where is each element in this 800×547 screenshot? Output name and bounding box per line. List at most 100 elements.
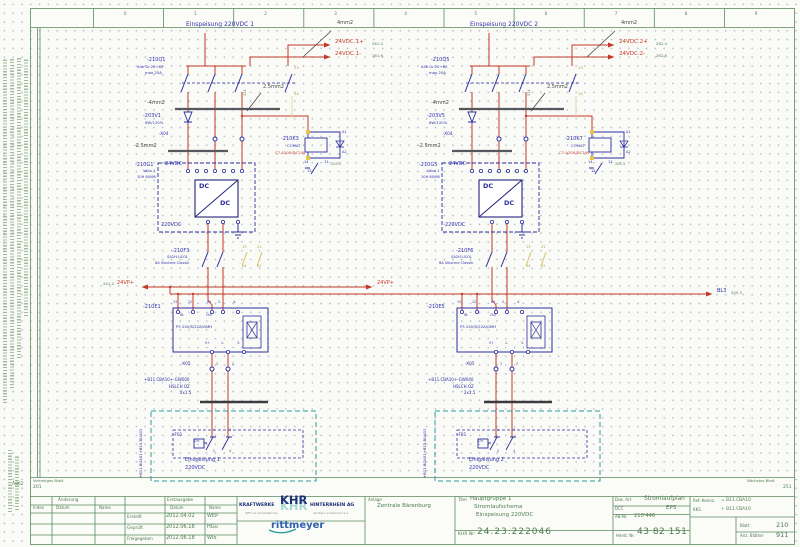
prev-sheet: 201 <box>33 485 42 490</box>
wire-gauge: 2.5mm2 <box>547 84 568 90</box>
device-note: 6A Sikutme Classik <box>439 261 474 265</box>
location-ref-vertical: +B11.BGA01+B15.BUA01 <box>138 428 143 478</box>
terminal-no: 13 <box>526 245 531 249</box>
terminal-no: 1- <box>221 341 225 345</box>
rittmeyer-swoosh <box>268 528 297 534</box>
device-note: 6W/120% <box>145 120 164 125</box>
terminal-no: 13 <box>294 65 299 70</box>
left-margin-text-column <box>10 58 14 388</box>
device-note: SA2H-UCOL <box>167 255 189 259</box>
anlage-label: Anlage <box>368 497 382 502</box>
voltage-label: 24VDC <box>165 161 183 167</box>
device-note: COMAT <box>287 143 301 148</box>
inner-location-box <box>172 429 304 459</box>
terminal-no: 3 <box>229 428 232 432</box>
device-tag: -203V1 <box>143 113 161 119</box>
xref: 262.4 <box>656 41 667 46</box>
device-note: max 25A <box>145 70 162 75</box>
change-header: Änderung <box>58 497 79 502</box>
xref: 262.6 <box>656 53 667 58</box>
ruler-digit: 0 <box>124 11 127 16</box>
bus-label: 24VP+ <box>117 280 134 286</box>
titel-line1: Hauptgruppe 1 <box>470 496 512 502</box>
terminal-no: A1 <box>626 130 631 134</box>
row-name: Wlo <box>207 535 217 541</box>
device-note: U< <box>478 439 484 443</box>
left-margin-text-column <box>17 58 21 358</box>
device-note: COMAT <box>571 143 585 148</box>
terminal-no: A2 <box>342 150 347 154</box>
terminal-no: 2- <box>218 300 222 304</box>
titel-line3: Einspeisung 220VDC <box>476 512 534 518</box>
terminal-no: 22 <box>257 264 262 268</box>
xref: 205.3 <box>331 162 342 166</box>
terminal-no: A2 <box>626 150 631 154</box>
location-ref-vertical: +B11.BGA01+B15.BUA01 <box>422 428 427 478</box>
device-note: Alle Gr.20+60 <box>421 64 448 69</box>
device-note: C7-A20X/DC24V <box>559 150 590 155</box>
row-name: WEP <box>207 513 219 519</box>
terminal-no: 3- <box>237 341 241 345</box>
xref: 241.4 <box>103 281 114 286</box>
converter-label: DC <box>483 182 494 190</box>
net-arrow-label: 24VDC.2+ <box>619 39 648 45</box>
wire-gauge: 4mm2 <box>337 20 354 26</box>
device-tag: -F01 <box>173 432 183 437</box>
next-sheet-label: Nächstes Blatt <box>747 478 775 483</box>
row-datum: 2012.06.18 <box>166 535 195 541</box>
device-tag: -F01 <box>457 432 467 437</box>
terminal-no: 2 <box>232 362 235 366</box>
ruler-digit: 1 <box>194 11 197 16</box>
khr-nr-label: KHR Nr: <box>458 532 476 537</box>
terminal-no: 2- <box>502 300 506 304</box>
device-tag: -210E5 <box>427 304 445 310</box>
terminal-no: 21 <box>541 245 546 249</box>
terminal-no: 14 <box>578 91 583 96</box>
terminal-no: A1 <box>342 130 347 134</box>
device-note: max 25A <box>429 70 446 75</box>
breaker-symbol <box>180 73 297 93</box>
device-tag: -210K7 <box>565 136 583 142</box>
terminal-circle <box>225 366 231 372</box>
herst-nr: 43 82 151 <box>637 527 688 537</box>
net-arrow-label: 24VDC.1+ <box>335 39 364 45</box>
ab-nr: 210'446 <box>634 513 656 519</box>
device-tag: -210K3 <box>281 136 299 142</box>
logo-hinterrhein: HINTERRHEIN AG <box>310 503 355 508</box>
terminal-no: 14 <box>526 264 531 268</box>
terminal-no: 13 <box>242 245 247 249</box>
cable-type: HSLCH OZ <box>453 384 474 389</box>
terminal-no: 14 <box>294 91 299 96</box>
first-issue-header: Erstausgabe <box>167 497 194 502</box>
net-arrow-label: 24VDC.1- <box>335 51 362 57</box>
location-label: 220VDC <box>185 465 206 471</box>
location-box <box>150 410 317 482</box>
port-label: OUT <box>206 313 213 317</box>
title-block-background <box>30 477 795 545</box>
logo-kraftwerke: KRAFTWERKE <box>239 503 275 508</box>
xref: 205.3 <box>731 290 742 295</box>
terminal-no: 6+ <box>207 300 212 304</box>
terminal-circle <box>209 366 215 372</box>
logo-rittmeyer: rittmeyer <box>271 520 325 531</box>
row-label: Geprüft <box>127 525 143 530</box>
ruler-digit: 4 <box>404 11 407 16</box>
blatt-label: Blatt <box>740 523 750 528</box>
terminal-no: 4 <box>229 449 232 453</box>
device-note: SA2H-UCOL <box>451 255 473 259</box>
left-margin-text-column <box>24 58 28 316</box>
page-frame <box>30 8 795 545</box>
terminal-no: 11 <box>324 160 329 164</box>
left-margin-text-column <box>8 450 12 512</box>
dok-art-label: Dok. Art <box>615 497 632 502</box>
col-datum: Datum <box>170 505 184 510</box>
feeder-channel <box>150 30 345 482</box>
device-note: 10H 60/66 <box>137 175 156 179</box>
dcc-label: DCC <box>615 506 624 511</box>
bus-label: 24VP+ <box>377 280 394 286</box>
terminal-no: 6+ <box>491 300 496 304</box>
feeder1-title: Einspeisung 220VDC 1 <box>186 21 255 28</box>
dok-art: Stromlaufplan <box>644 496 685 502</box>
col-name: Name <box>209 505 221 510</box>
diode-symbol <box>183 111 193 124</box>
